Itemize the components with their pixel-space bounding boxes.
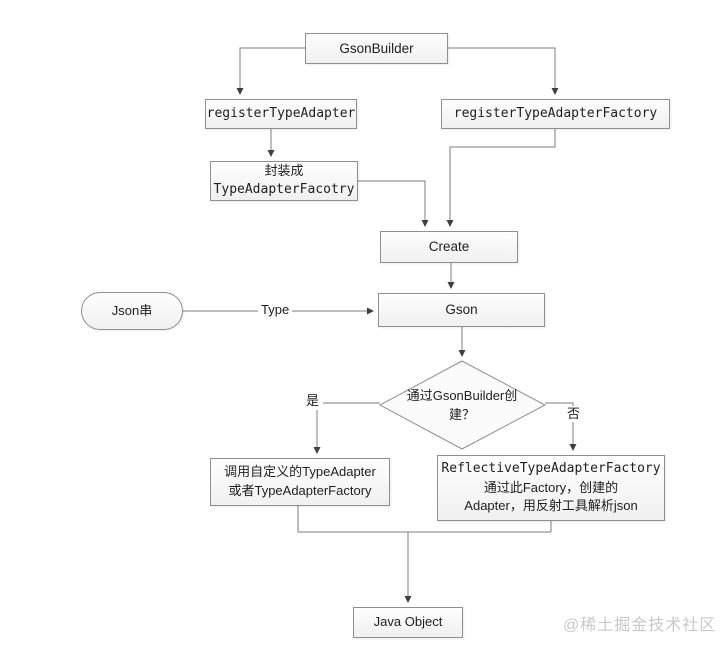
node-reflective-factory: ReflectiveTypeAdapterFactory 通过此Factory，… [437, 455, 665, 521]
edge-label-yes: 是 [303, 393, 323, 409]
node-register-type-adapter: registerTypeAdapter [205, 99, 357, 129]
node-reflective-factory-line2: 通过此Factory，创建的 [483, 479, 619, 495]
node-java-object-label: Java Object [373, 614, 443, 630]
node-register-type-adapter-factory: registerTypeAdapterFactory [441, 99, 670, 129]
edge-label-no: 否 [564, 406, 584, 422]
node-java-object: Java Object [353, 607, 463, 638]
node-reflective-factory-line3: Adapter，用反射工具解析json [464, 498, 638, 514]
edge-label-type: Type [258, 302, 293, 318]
node-decision-label: 通过GsonBuilder创建？ [406, 387, 518, 423]
node-gson: Gson [378, 293, 545, 327]
node-wrap-factory-line1: 封装成 [264, 163, 304, 179]
watermark: @稀土掘金技术社区 [563, 617, 717, 634]
node-custom-adapter: 调用自定义的TypeAdapter 或者TypeAdapterFactory [210, 458, 390, 506]
node-register-type-adapter-factory-label: registerTypeAdapterFactory [453, 105, 658, 121]
node-wrap-factory: 封装成 TypeAdapterFacotry [210, 161, 358, 201]
node-gson-builder: GsonBuilder [305, 33, 448, 64]
node-custom-adapter-line1: 调用自定义的TypeAdapter [224, 464, 376, 480]
node-register-type-adapter-label: registerTypeAdapter [206, 105, 356, 121]
node-create-label: Create [428, 239, 470, 255]
node-gson-label: Gson [445, 302, 478, 318]
node-json-string: Json串 [81, 292, 183, 330]
node-create: Create [380, 231, 518, 263]
node-json-string-label: Json串 [111, 302, 153, 318]
node-custom-adapter-line2: 或者TypeAdapterFactory [228, 483, 372, 498]
decision-diamond-shape [378, 360, 547, 450]
node-wrap-factory-line2: TypeAdapterFacotry [213, 182, 355, 197]
node-reflective-factory-line1: ReflectiveTypeAdapterFactory [441, 460, 661, 476]
node-gson-builder-label: GsonBuilder [339, 40, 414, 56]
